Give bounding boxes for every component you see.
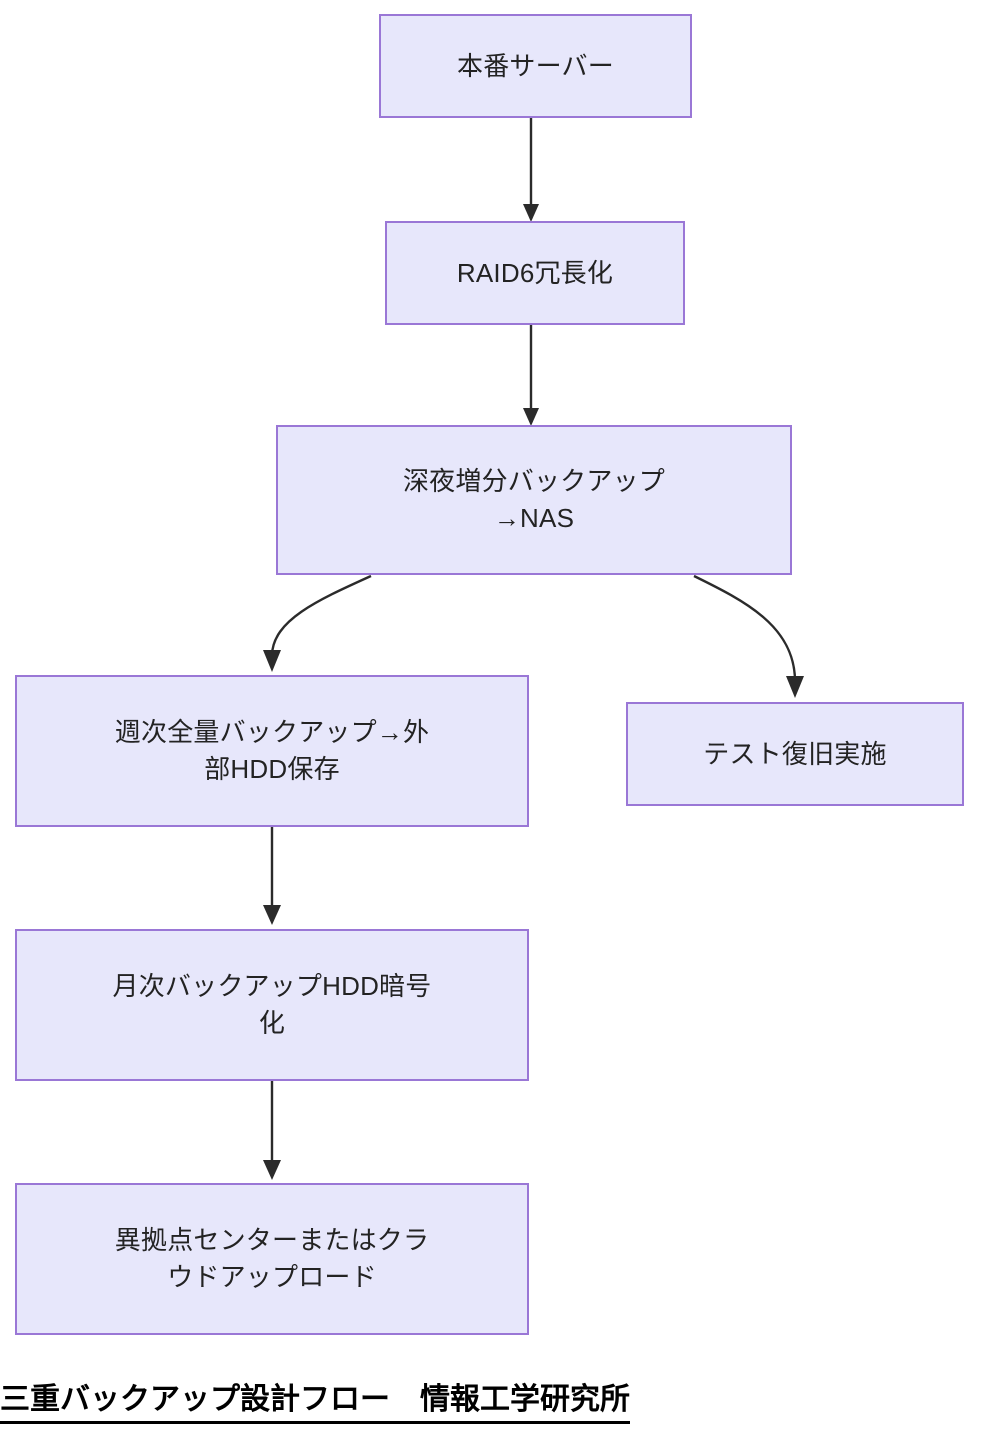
- node-label: 本番サーバー: [457, 50, 614, 81]
- node-label: 異拠点センターまたはクラ ウドアップロード: [114, 1225, 430, 1292]
- node-test-restore-execution[interactable]: テスト復旧実施: [626, 702, 964, 806]
- node-label: 深夜増分バックアップ →NAS: [402, 466, 665, 533]
- node-label: テスト復旧実施: [703, 738, 887, 769]
- node-monthly-backup-hdd-encryption[interactable]: 月次バックアップHDD暗号 化: [15, 929, 529, 1081]
- edge-weekly-to-monthly: [263, 827, 281, 925]
- edge-raid-to-nightly: [523, 325, 539, 426]
- node-production-server[interactable]: 本番サーバー: [379, 14, 692, 118]
- edge-prod-to-raid: [523, 118, 539, 222]
- node-label: RAID6冗長化: [456, 257, 614, 288]
- edge-nightly-to-weekly: [263, 574, 372, 672]
- edge-nightly-to-testrestore: [693, 574, 804, 698]
- node-raid6-redundancy[interactable]: RAID6冗長化: [385, 221, 685, 325]
- node-weekly-full-backup-to-external-hdd[interactable]: 週次全量バックアップ→外 部HDD保存: [15, 675, 529, 827]
- node-nightly-incremental-backup-to-nas[interactable]: 深夜増分バックアップ →NAS: [276, 425, 792, 575]
- node-label: 週次全量バックアップ→外 部HDD保存: [114, 717, 430, 784]
- diagram-caption: 三重バックアップ設計フロー 情報工学研究所: [0, 1383, 996, 1433]
- node-label: 月次バックアップHDD暗号 化: [112, 971, 432, 1038]
- edge-monthly-to-offsite: [263, 1081, 281, 1180]
- caption-text: 三重バックアップ設計フロー 情報工学研究所: [0, 1383, 630, 1424]
- node-offsite-center-or-cloud-upload[interactable]: 異拠点センターまたはクラ ウドアップロード: [15, 1183, 529, 1335]
